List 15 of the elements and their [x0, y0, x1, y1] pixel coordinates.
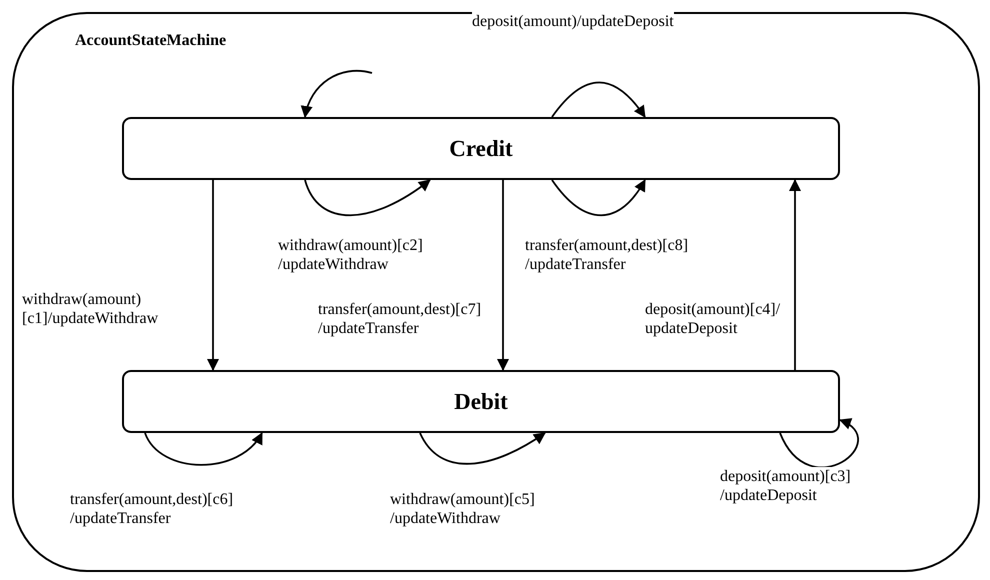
initial-transition-arrow — [302, 70, 372, 118]
transition-arrow — [551, 179, 646, 216]
transition-arrow — [779, 419, 859, 468]
transition-arrow — [304, 179, 431, 216]
state-machine-frame — [12, 12, 980, 572]
transition-arrow — [207, 180, 219, 371]
state-machine-name: AccountStateMachine — [75, 32, 226, 50]
transition-arrow — [144, 432, 263, 466]
transition-arrow — [551, 82, 646, 118]
transition-arrow — [497, 180, 509, 371]
state-box: Debit — [122, 370, 840, 433]
transition-arrow — [419, 432, 546, 465]
state-box: Credit — [122, 117, 840, 180]
edge-label: deposit(amount)/updateDeposit — [472, 12, 674, 31]
transition-arrow — [789, 179, 801, 370]
